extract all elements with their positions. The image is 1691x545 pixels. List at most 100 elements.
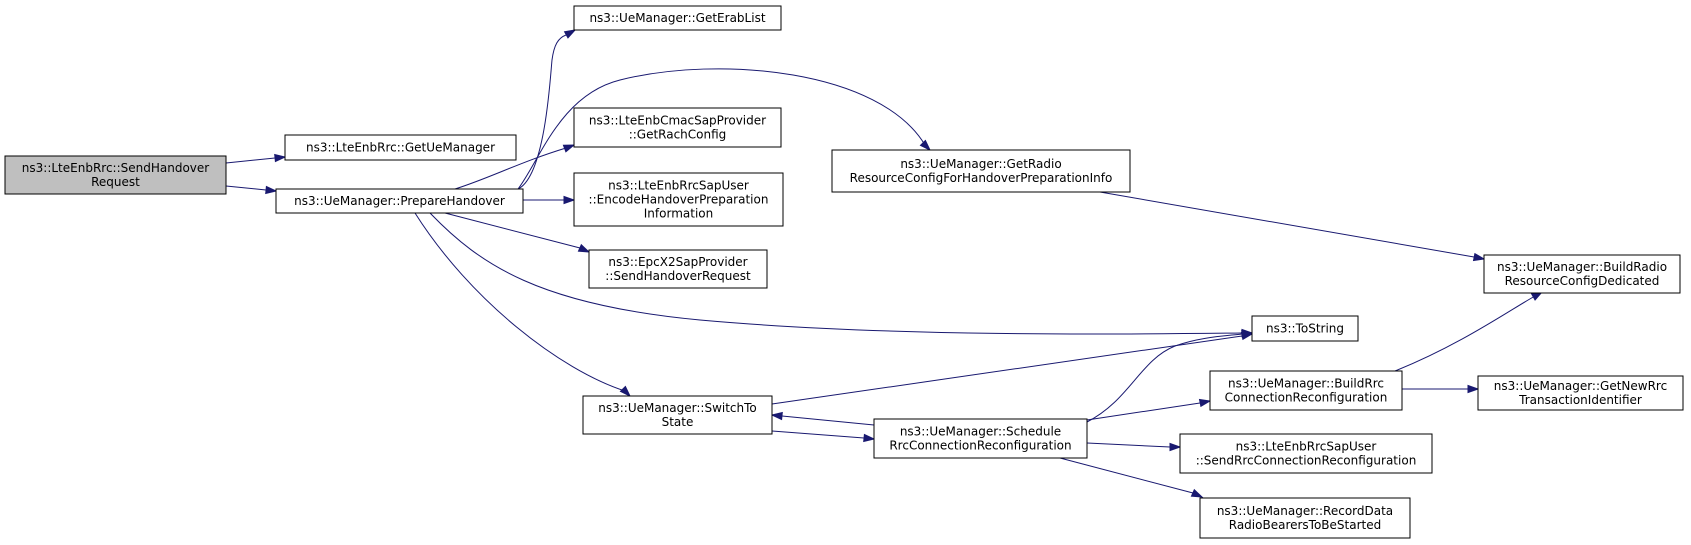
edge-arrowhead bbox=[562, 144, 576, 153]
edge-schedule_rrc_reconf-to-switch_to_state bbox=[770, 411, 875, 426]
node-label: ns3::UeManager::RecordData bbox=[1217, 504, 1393, 518]
node-encode-handover-prep[interactable]: ns3::LteEnbRrcSapUser::EncodeHandoverPre… bbox=[573, 172, 784, 227]
edge-line bbox=[781, 415, 875, 426]
node-box bbox=[588, 249, 768, 289]
edge-schedule_rrc_reconf-to-to_string bbox=[1086, 329, 1254, 423]
node-record-data-radio-bearers[interactable]: ns3::UeManager::RecordDataRadioBearersTo… bbox=[1199, 497, 1411, 539]
node-label: Request bbox=[91, 175, 140, 189]
node-box bbox=[573, 172, 784, 227]
edge-arrowhead bbox=[919, 139, 932, 152]
edge-arrowhead bbox=[274, 153, 287, 163]
node-label: ns3::EpcX2SapProvider bbox=[608, 255, 747, 269]
edge-prepare_handover-to-get_rach_config bbox=[454, 144, 576, 190]
edge-arrowhead bbox=[563, 195, 576, 205]
node-label: ns3::ToString bbox=[1266, 322, 1344, 336]
node-label: RrcConnectionReconfiguration bbox=[889, 439, 1071, 453]
edge-prepare_handover-to-get_radio_resource_config_ho bbox=[517, 68, 932, 190]
node-send-rrc-reconf[interactable]: ns3::LteEnbRrcSapUser::SendRrcConnection… bbox=[1179, 433, 1433, 474]
edge-line bbox=[1394, 295, 1536, 372]
node-layer: ns3::LteEnbRrc::SendHandoverRequestns3::… bbox=[4, 5, 1684, 539]
node-send-handover-request: ns3::LteEnbRrc::SendHandoverRequest bbox=[4, 155, 227, 195]
edge-arrowhead bbox=[1169, 442, 1182, 452]
edge-line bbox=[771, 335, 1243, 405]
node-label: TransactionIdentifier bbox=[1518, 393, 1642, 407]
edge-line bbox=[225, 185, 267, 191]
edge-arrowhead bbox=[863, 433, 876, 443]
node-label: ns3::UeManager::GetErabList bbox=[589, 11, 765, 25]
edge-get_radio_resource_config_ho-to-build_radio_resource_config_ded bbox=[1099, 191, 1486, 262]
edge-prepare_handover-to-to_string bbox=[429, 212, 1254, 338]
node-label: ns3::UeManager::PrepareHandover bbox=[294, 194, 505, 208]
edge-build_rrc_reconf-to-build_radio_resource_config_ded bbox=[1394, 291, 1544, 372]
node-box bbox=[873, 418, 1088, 459]
node-label: ::SendHandoverRequest bbox=[605, 269, 751, 283]
node-schedule-rrc-reconf[interactable]: ns3::UeManager::ScheduleRrcConnectionRec… bbox=[873, 418, 1088, 459]
edge-arrowhead bbox=[619, 385, 632, 398]
edge-arrowhead bbox=[1198, 398, 1212, 408]
edge-line bbox=[444, 212, 581, 249]
edge-arrowhead bbox=[577, 243, 591, 253]
edge-prepare_handover-to-encode_handover_prep bbox=[523, 195, 576, 205]
node-label: ResourceConfigForHandoverPreparationInfo bbox=[850, 171, 1113, 185]
edge-schedule_rrc_reconf-to-build_rrc_reconf bbox=[1086, 398, 1212, 421]
node-box bbox=[1483, 254, 1681, 294]
node-label: ::GetRachConfig bbox=[629, 128, 727, 142]
node-label: ns3::UeManager::Schedule bbox=[900, 425, 1061, 439]
edge-arrowhead bbox=[1241, 329, 1254, 339]
edge-send_handover_request-to-get_ue_manager bbox=[225, 153, 287, 164]
node-label: ns3::LteEnbCmacSapProvider bbox=[589, 114, 766, 128]
edge-arrowhead bbox=[1467, 384, 1480, 394]
node-label: ns3::LteEnbRrc::SendHandover bbox=[22, 161, 209, 175]
node-box bbox=[275, 188, 524, 214]
node-box bbox=[582, 395, 773, 435]
edge-line bbox=[1059, 457, 1194, 494]
edge-schedule_rrc_reconf-to-send_rrc_reconf bbox=[1086, 442, 1182, 452]
node-box bbox=[573, 107, 782, 148]
node-to-string[interactable]: ns3::ToString bbox=[1251, 315, 1359, 342]
node-box bbox=[1199, 497, 1411, 539]
node-box bbox=[831, 149, 1131, 193]
node-label: ::EncodeHandoverPreparation bbox=[589, 193, 769, 207]
node-box bbox=[4, 155, 227, 195]
node-build-rrc-reconf[interactable]: ns3::UeManager::BuildRrcConnectionReconf… bbox=[1209, 370, 1403, 411]
node-box bbox=[1477, 375, 1684, 411]
node-build-radio-resource-config-ded[interactable]: ns3::UeManager::BuildRadioResourceConfig… bbox=[1483, 254, 1681, 294]
node-get-new-rrc-transaction-id[interactable]: ns3::UeManager::GetNewRrcTransactionIden… bbox=[1477, 375, 1684, 411]
edge-line bbox=[517, 68, 926, 190]
edge-line bbox=[1099, 191, 1475, 258]
node-label: ResourceConfigDedicated bbox=[1505, 274, 1660, 288]
node-get-rach-config[interactable]: ns3::LteEnbCmacSapProvider::GetRachConfi… bbox=[573, 107, 782, 148]
node-label: State bbox=[662, 415, 694, 429]
node-label: ns3::LteEnbRrc::GetUeManager bbox=[306, 141, 495, 155]
edge-line bbox=[1086, 402, 1201, 421]
edge-line bbox=[1086, 333, 1243, 423]
edge-line bbox=[1086, 442, 1171, 448]
node-prepare-handover[interactable]: ns3::UeManager::PrepareHandover bbox=[275, 188, 524, 214]
edge-line bbox=[429, 212, 1243, 335]
node-label: ::SendRrcConnectionReconfiguration bbox=[1196, 454, 1417, 468]
node-label: RadioBearersToBeStarted bbox=[1229, 518, 1382, 532]
edge-line bbox=[771, 430, 865, 439]
edge-arrowhead bbox=[770, 411, 783, 421]
node-x2-send-handover-request[interactable]: ns3::EpcX2SapProvider::SendHandoverReque… bbox=[588, 249, 768, 289]
edge-layer bbox=[225, 29, 1544, 498]
node-get-radio-resource-config-ho[interactable]: ns3::UeManager::GetRadioResourceConfigFo… bbox=[831, 149, 1131, 193]
node-label: ns3::UeManager::GetRadio bbox=[900, 157, 1061, 171]
edge-switch_to_state-to-schedule_rrc_reconf bbox=[771, 430, 876, 443]
edge-build_rrc_reconf-to-get_new_rrc_transaction_id bbox=[1402, 384, 1480, 394]
edge-arrowhead bbox=[563, 29, 577, 39]
node-box bbox=[1251, 315, 1359, 342]
node-label: Information bbox=[644, 207, 713, 221]
node-label: ns3::LteEnbRrcSapUser bbox=[608, 179, 749, 193]
edge-switch_to_state-to-to_string bbox=[771, 331, 1254, 405]
edge-line bbox=[454, 147, 567, 190]
node-get-erab-list[interactable]: ns3::UeManager::GetErabList bbox=[573, 5, 782, 31]
edge-line bbox=[517, 34, 567, 190]
edge-line bbox=[414, 212, 626, 392]
node-box bbox=[1179, 433, 1433, 474]
node-box bbox=[284, 134, 517, 161]
edge-prepare_handover-to-x2_send_handover_request bbox=[444, 212, 591, 253]
node-get-ue-manager[interactable]: ns3::LteEnbRrc::GetUeManager bbox=[284, 134, 517, 161]
